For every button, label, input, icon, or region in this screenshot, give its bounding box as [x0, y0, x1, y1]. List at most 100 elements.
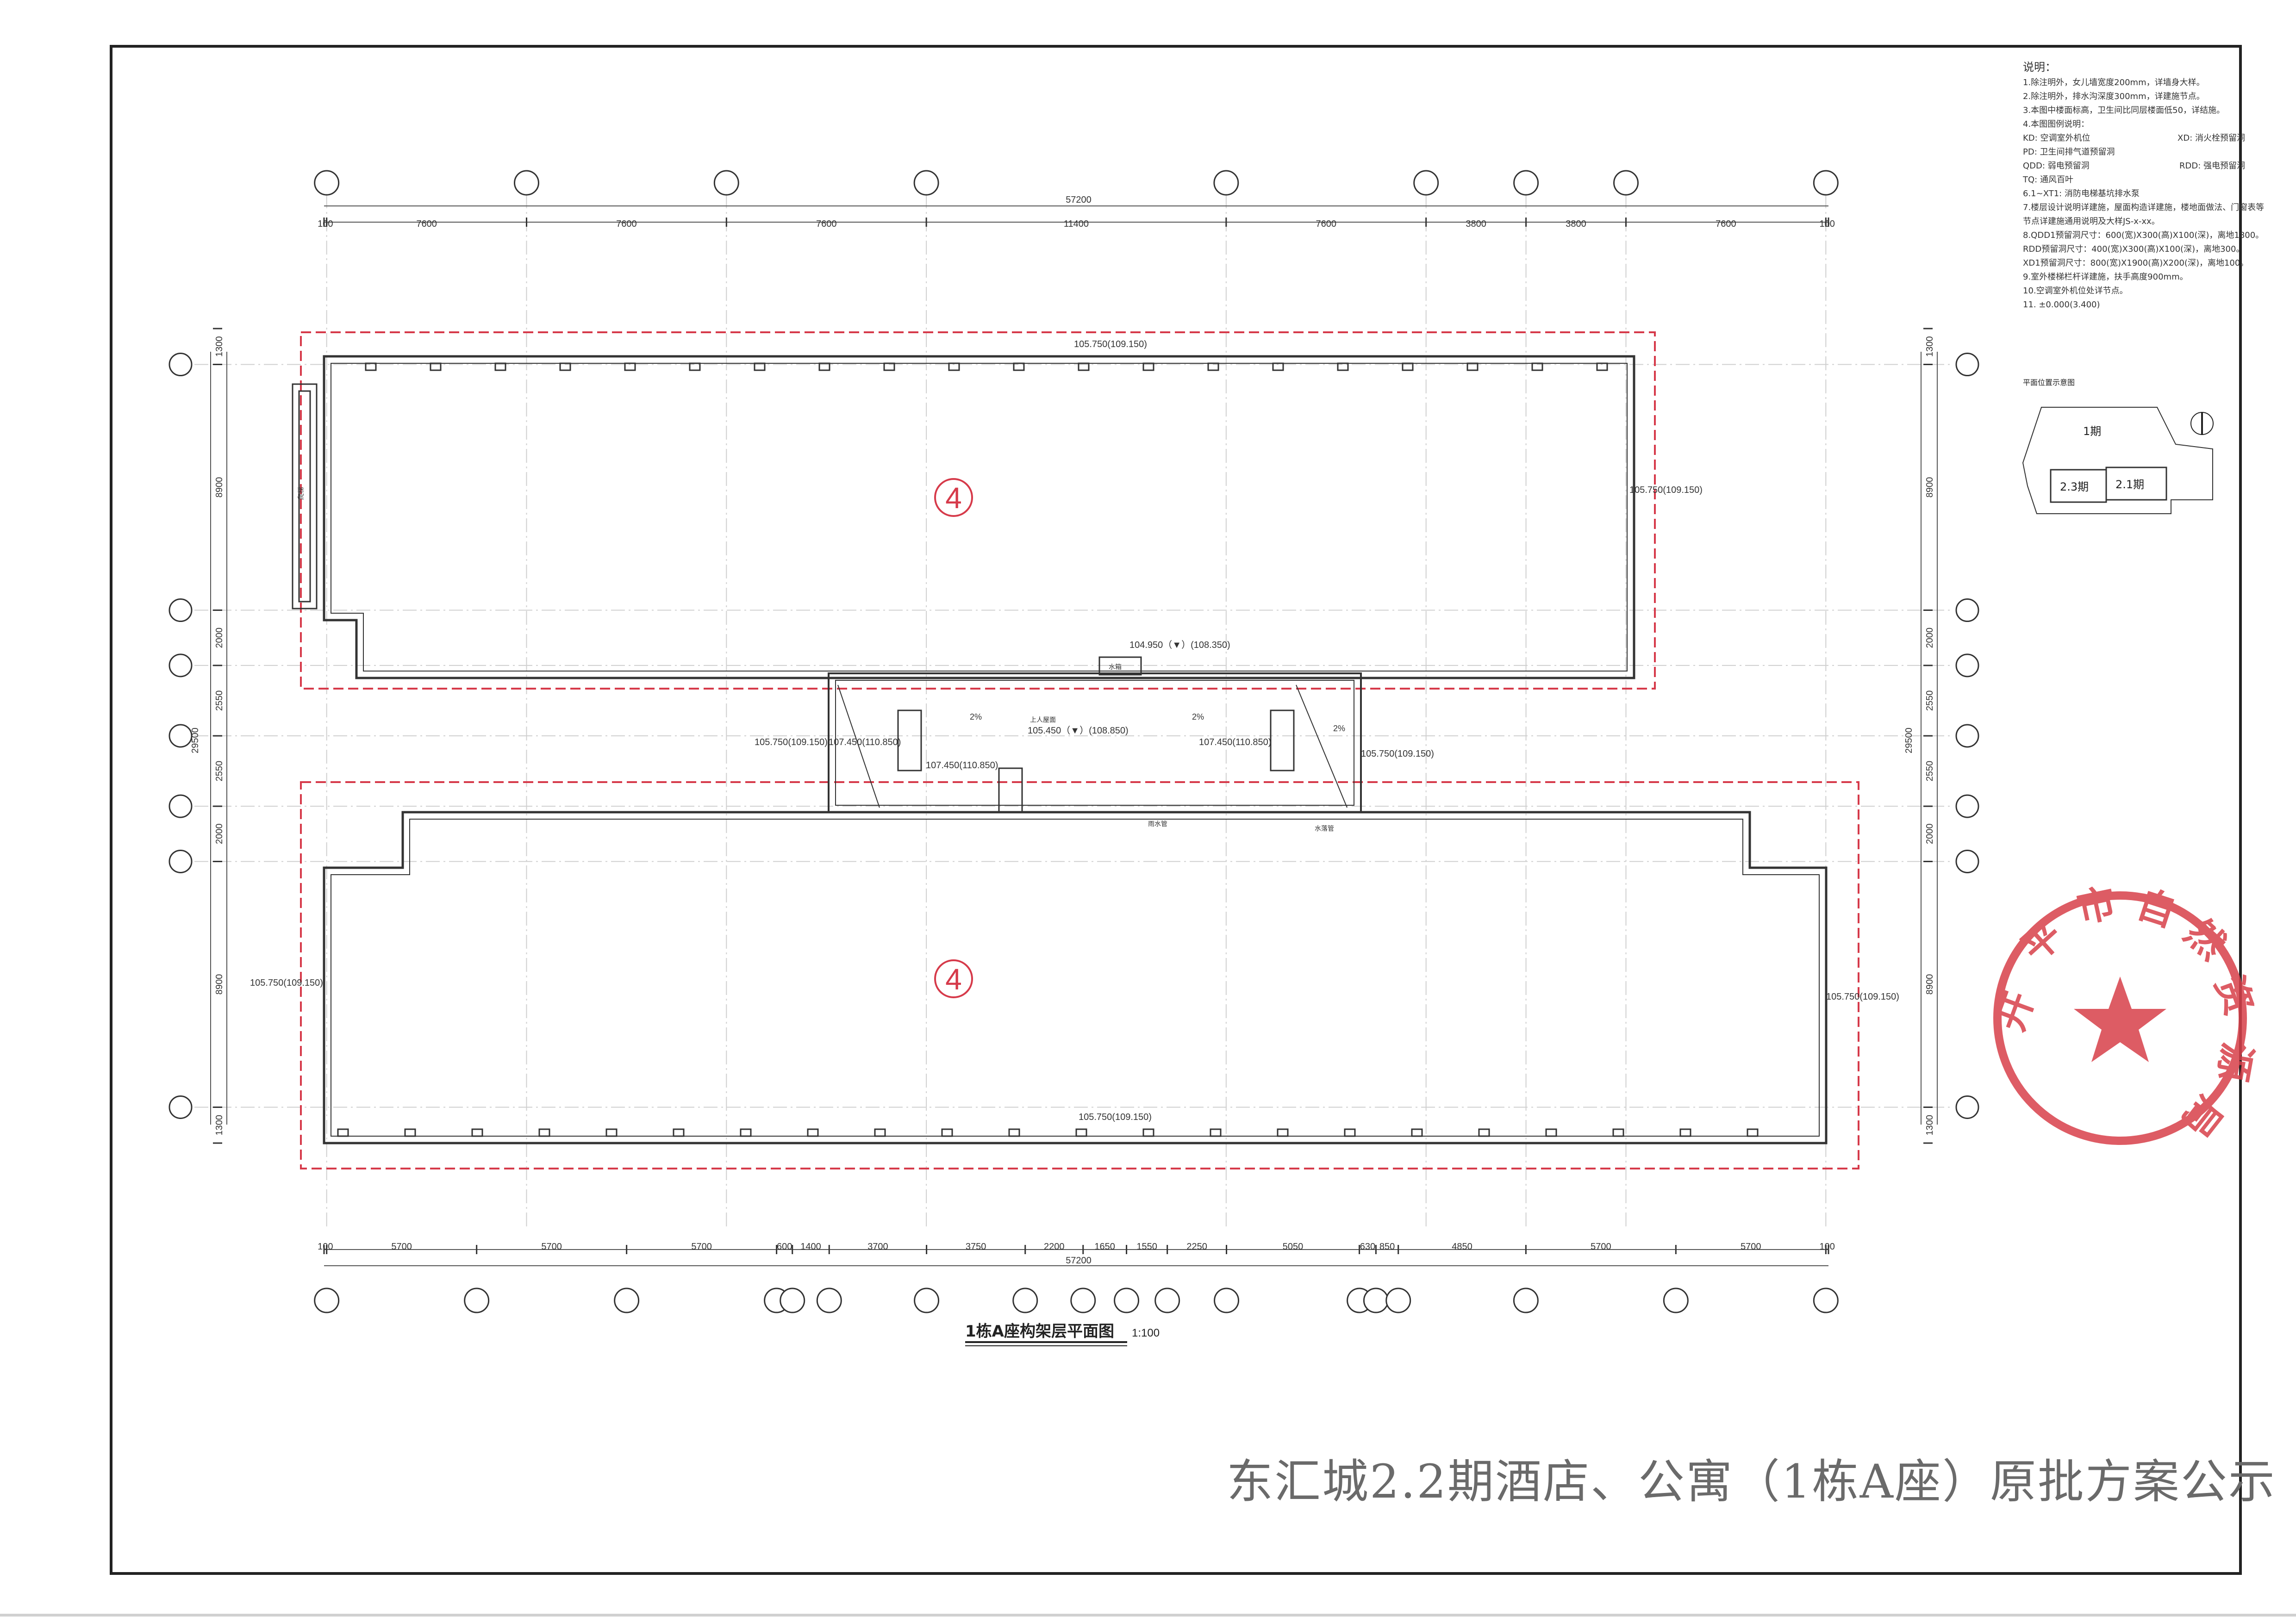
- note-line-1: 1.除注明外，女儿墙宽度200mm，详墙身大样。: [2023, 78, 2205, 87]
- axis-bubble: [1363, 1287, 1389, 1313]
- dimension-value: 8900: [1925, 477, 1935, 498]
- axis-bubble: [1214, 1287, 1240, 1313]
- elev-top-notch: 104.950（▼）(108.350): [1129, 640, 1230, 650]
- dimension-value: 2000: [214, 824, 225, 845]
- dimension-value: 2550: [214, 761, 225, 782]
- drawing-title: 1栋A座构架层平面图 1:100: [965, 1322, 1160, 1346]
- parapet-notch: [1210, 1128, 1222, 1137]
- dimension-value: 1300: [214, 336, 225, 357]
- axis-bubble: [168, 598, 193, 622]
- axis-bubble: [1385, 1287, 1411, 1313]
- parapet-notch: [1075, 1128, 1087, 1137]
- dimension-value: 2000: [1925, 824, 1935, 845]
- key-plan: 平面位置示意图 1期 2.3期 2.1期: [2022, 378, 2214, 514]
- parapet-notch: [1531, 362, 1543, 371]
- room-marker-upper-label: 4: [945, 481, 962, 515]
- parapet-notch: [1402, 362, 1414, 371]
- parapet-notch: [430, 362, 442, 371]
- dimension-value: 1550: [1136, 1242, 1157, 1252]
- dimension-value: 100: [318, 1242, 333, 1252]
- north-arrow-icon: [2190, 412, 2214, 435]
- axis-bubble: [1955, 653, 1979, 678]
- parapet-notch: [624, 362, 636, 371]
- dimension-value: 7600: [816, 219, 837, 229]
- room-marker-lower-label: 4: [945, 963, 962, 996]
- elev-link-left: 105.750(109.150): [755, 737, 828, 747]
- parapet-notch: [1142, 1128, 1154, 1137]
- axis-bubble: [816, 1287, 842, 1313]
- link-bridge: [828, 656, 1362, 813]
- dimension-value: 1300: [1925, 1115, 1935, 1136]
- room-marker-lower: 4: [934, 959, 973, 998]
- parapet-notch: [559, 362, 571, 371]
- axis-bubble: [780, 1287, 805, 1313]
- axis-bubble: [514, 170, 539, 196]
- parapet-notch: [818, 362, 830, 371]
- drawing-scale: 1:100: [1132, 1327, 1160, 1339]
- left-ladder-strip: [292, 383, 318, 609]
- axis-bubble: [1114, 1287, 1140, 1313]
- axis-bubble: [464, 1287, 490, 1313]
- note-code-right: RDD: 强电预留洞: [2179, 161, 2245, 171]
- axis-bubble: [914, 1287, 940, 1313]
- note-code-row: TQ: 通风百叶: [2023, 173, 2245, 187]
- parapet-notch: [1337, 362, 1349, 371]
- dimension-value: 850: [1379, 1242, 1395, 1252]
- axis-bubble: [168, 794, 193, 818]
- parapet-notch: [605, 1128, 618, 1137]
- dimension-value: 8900: [1925, 974, 1935, 995]
- sheet-outer-frame: [110, 45, 2242, 1575]
- dimension-value: 3800: [1466, 219, 1486, 229]
- axis-bubble: [1813, 170, 1839, 196]
- svg-text:平: 平: [2013, 913, 2071, 970]
- parapet-notch: [471, 1128, 483, 1137]
- slope-2: 2%: [1192, 712, 1204, 721]
- axis-bubble: [1613, 170, 1639, 196]
- dimension-value: 1300: [1925, 336, 1935, 357]
- note-line-11: 11. ±0.000(3.400): [2023, 300, 2100, 310]
- note-code-right: XD: 消火栓预留洞: [2177, 133, 2245, 143]
- dimension-value: 100: [1819, 1242, 1834, 1252]
- dimension-value: 7600: [1716, 219, 1736, 229]
- note-code-row: QDD: 弱电预留洞 RDD: 强电预留洞: [2023, 159, 2245, 173]
- axis-bubble: [1663, 1287, 1689, 1313]
- parapet-notch: [874, 1128, 886, 1137]
- dimension-value: 11400: [1064, 219, 1089, 229]
- parapet-notch: [1478, 1128, 1490, 1137]
- parapet-notch: [1207, 362, 1219, 371]
- note-line-7b: 节点详建施通用说明及大样JS-x-xx。: [2023, 217, 2160, 226]
- dimension-value: 100: [318, 219, 333, 229]
- axis-bubble: [314, 170, 340, 196]
- key-plan-phase23: 2.3期: [2060, 480, 2089, 493]
- parapet-notch: [1344, 1128, 1356, 1137]
- dimension-value: 3750: [966, 1242, 986, 1252]
- axis-bubble: [1955, 353, 1979, 377]
- parapet-notch: [1277, 1128, 1289, 1137]
- dimension-value: 2550: [214, 690, 225, 711]
- dimension-value: 1650: [1094, 1242, 1115, 1252]
- dimension-value: 2000: [1925, 628, 1935, 648]
- parapet-notch: [1596, 362, 1608, 371]
- label-down-pipe-right: 水落管: [1315, 825, 1334, 832]
- top-total-dim: 57200: [1066, 195, 1092, 205]
- note-code-left: QDD: 弱电预留洞: [2023, 161, 2090, 171]
- bottom-total-dim: 57200: [1066, 1256, 1092, 1266]
- dimension-value: 2250: [1186, 1242, 1207, 1252]
- left-total-dim: 29500: [190, 728, 200, 753]
- parapet-notch: [1272, 362, 1284, 371]
- zone-boundary-upper: [300, 331, 1656, 690]
- dimension-value: 7600: [416, 219, 437, 229]
- elev-link-mid: 105.450（▼）(108.850): [1028, 725, 1129, 736]
- dimension-value: 8900: [214, 477, 225, 498]
- axis-bubble: [1955, 849, 1979, 873]
- axis-bubble: [168, 653, 193, 678]
- axis-bubble: [614, 1287, 640, 1313]
- note-line-9: 9.室外楼梯栏杆详建施，扶手高度900mm。: [2023, 272, 2188, 282]
- dimension-value: 8900: [214, 974, 225, 995]
- parapet-notch: [1612, 1128, 1624, 1137]
